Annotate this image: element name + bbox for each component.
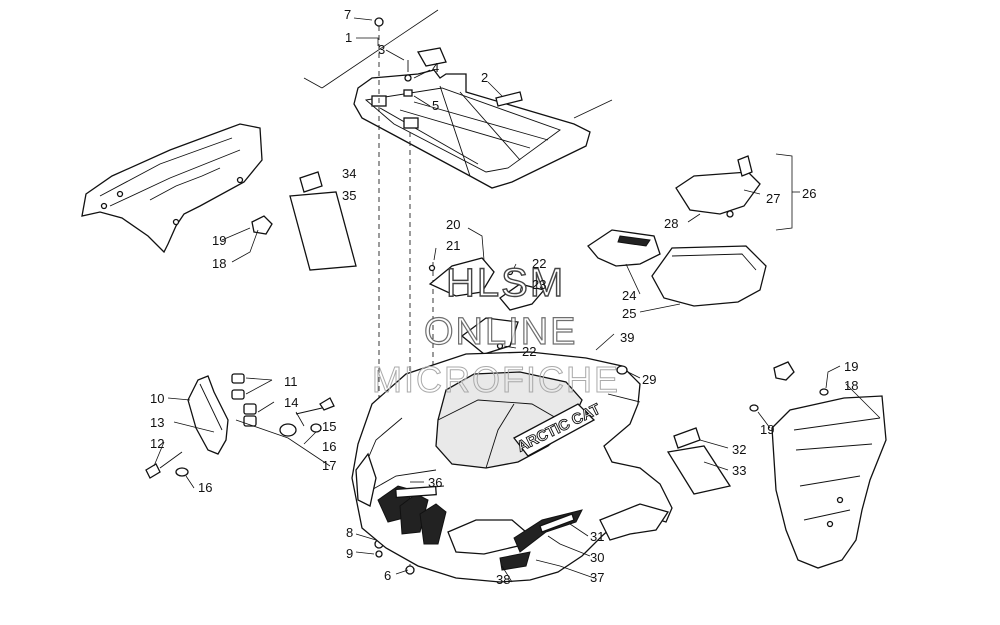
callout-8: 8 <box>346 525 353 540</box>
callout-34: 34 <box>342 166 356 181</box>
callout-23: 23 <box>532 277 546 292</box>
callout-26: 26 <box>802 186 816 201</box>
callout-25: 25 <box>622 306 636 321</box>
front-fender: ARCTIC CAT <box>351 351 673 583</box>
storage-lid-26 <box>675 153 800 231</box>
callout-33: 33 <box>732 463 746 478</box>
callout-24: 24 <box>622 288 636 303</box>
callout-4: 4 <box>432 60 439 75</box>
callout-10: 10 <box>150 391 164 406</box>
decal-32 <box>673 427 701 449</box>
watermark-line-3: MICROFICHE <box>372 359 620 400</box>
decal-35 <box>289 191 357 271</box>
watermark-line-2: ONLINE <box>424 311 577 353</box>
callout-22-bottom: 22 <box>522 344 536 359</box>
callout-16-left: 16 <box>198 480 212 495</box>
right-side-panel <box>749 361 887 569</box>
callout-27: 27 <box>766 191 780 206</box>
callout-21: 21 <box>446 238 460 253</box>
callout-35: 35 <box>342 188 356 203</box>
callout-3: 3 <box>378 42 385 57</box>
callout-12: 12 <box>150 436 164 451</box>
callout-31: 31 <box>590 529 604 544</box>
center-plate-20 <box>428 257 495 297</box>
callout-29: 29 <box>642 372 656 387</box>
callout-28: 28 <box>664 216 678 231</box>
callout-14: 14 <box>284 395 298 410</box>
center-plate-22 <box>460 317 519 355</box>
callout-13: 13 <box>150 415 164 430</box>
decal-34 <box>299 171 323 193</box>
leader-lines <box>153 17 881 583</box>
storage-tray-25 <box>651 245 767 307</box>
callout-37: 37 <box>590 570 604 585</box>
callout-16-right: 16 <box>322 439 336 454</box>
callout-19-right: 19 <box>844 359 858 374</box>
front-rack <box>353 47 591 189</box>
callout-36: 36 <box>428 475 442 490</box>
callout-19-mid: 19 <box>760 422 774 437</box>
callout-9: 9 <box>346 546 353 561</box>
rack-decal <box>495 91 523 107</box>
callout-7: 7 <box>344 7 351 22</box>
headlight-bracket <box>145 375 229 479</box>
watermark-line-1: HLSM <box>446 261 565 305</box>
callout-30: 30 <box>590 550 604 565</box>
watermark: HLSM ONLINE MICROFICHE <box>372 260 620 400</box>
callout-17: 17 <box>322 458 336 473</box>
callout-20: 20 <box>446 217 460 232</box>
callout-39: 39 <box>620 330 634 345</box>
callout-32: 32 <box>732 442 746 457</box>
grommet-29 <box>616 365 628 375</box>
bumper-hardware <box>231 373 335 437</box>
storage-lid-24 <box>587 229 661 267</box>
center-plate-23 <box>499 283 546 311</box>
left-side-panel <box>81 123 273 254</box>
callout-6: 6 <box>384 568 391 583</box>
decal-33 <box>666 445 732 495</box>
callout-38: 38 <box>496 572 510 587</box>
callout-1: 1 <box>345 30 352 45</box>
callout-5: 5 <box>432 98 439 113</box>
callout-11: 11 <box>284 374 298 389</box>
callout-15: 15 <box>322 419 336 434</box>
callout-19-left: 19 <box>212 233 226 248</box>
callout-18-right: 18 <box>844 378 858 393</box>
callout-18-left: 18 <box>212 256 226 271</box>
callout-labels: 7 1 3 4 5 2 34 35 19 18 20 21 22 23 22 2… <box>150 7 858 587</box>
callout-2: 2 <box>481 70 488 85</box>
callout-22-top: 22 <box>532 256 546 271</box>
